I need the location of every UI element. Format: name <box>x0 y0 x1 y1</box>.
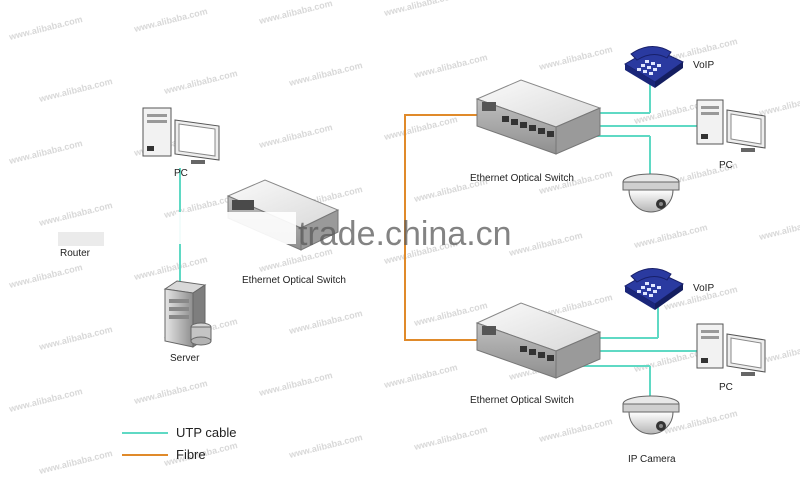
switch-left-label: Ethernet Optical Switch <box>242 275 346 286</box>
watermark-text: www.alibaba.com <box>757 90 800 118</box>
switch-bottom-label: Ethernet Optical Switch <box>470 395 574 406</box>
obscuring-overlay <box>176 212 296 244</box>
pc-bottom-label: PC <box>719 382 733 393</box>
watermark-text: www.alibaba.com <box>537 44 613 72</box>
legend-fibre-label: Fibre <box>176 447 206 462</box>
router-label: Router <box>60 248 91 259</box>
watermark-text: www.alibaba.com <box>37 324 113 352</box>
voip-phone-top-icon <box>624 46 684 88</box>
watermark-text: www.alibaba.com <box>37 76 113 104</box>
watermark-text: www.alibaba.com <box>382 0 458 18</box>
watermark-text: www.alibaba.com <box>382 362 458 390</box>
pc-left-label: PC <box>174 168 188 179</box>
switch-top-label: Ethernet Optical Switch <box>470 173 574 184</box>
watermark-text: www.alibaba.com <box>412 52 488 80</box>
watermark-text: www.alibaba.com <box>632 222 708 250</box>
watermark-text: www.alibaba.com <box>382 114 458 142</box>
voip-bottom-label: VoIP <box>693 283 714 294</box>
watermark-text: www.alibaba.com <box>287 60 363 88</box>
ip-camera-label: IP Camera <box>628 454 676 465</box>
watermark-text: www.alibaba.com <box>37 200 113 228</box>
watermark-trade-china: trade.china.cn <box>298 215 512 253</box>
switch-top-icon <box>475 79 602 155</box>
switch-bottom-icon <box>475 302 602 379</box>
legend-utp-label: UTP cable <box>176 425 236 440</box>
watermark-text: www.alibaba.com <box>7 138 83 166</box>
pc-left-icon <box>142 107 220 164</box>
watermark-text: www.alibaba.com <box>7 262 83 290</box>
legend: UTP cable Fibre <box>122 425 236 462</box>
ip-camera-bottom-icon <box>622 395 680 435</box>
watermark-text: www.alibaba.com <box>132 254 208 282</box>
watermark-text: www.alibaba.com <box>412 424 488 452</box>
watermark-text: www.alibaba.com <box>287 432 363 460</box>
ip-camera-top-icon <box>622 173 680 213</box>
voip-phone-bottom-icon <box>624 268 684 310</box>
fibre-link <box>404 114 487 341</box>
server-label: Server <box>170 353 200 364</box>
pc-bottom-icon <box>696 323 766 376</box>
pc-top-icon <box>696 99 766 152</box>
watermark-text: www.alibaba.com <box>287 308 363 336</box>
watermark-text: www.alibaba.com <box>257 0 333 26</box>
watermark-text: www.alibaba.com <box>757 214 800 242</box>
watermark-text: www.alibaba.com <box>507 230 583 258</box>
watermark-text: www.alibaba.com <box>537 416 613 444</box>
router-icon <box>58 232 104 246</box>
voip-top-label: VoIP <box>693 60 714 71</box>
server-icon <box>163 280 212 348</box>
pc-top-label: PC <box>719 160 733 171</box>
watermark-text: www.alibaba.com <box>7 386 83 414</box>
watermark-text: www.alibaba.com <box>257 370 333 398</box>
watermark-text: www.alibaba.com <box>7 14 83 42</box>
watermark-text: www.alibaba.com <box>257 122 333 150</box>
watermark-text: www.alibaba.com <box>37 448 113 476</box>
watermark-text: www.alibaba.com <box>132 6 208 34</box>
watermark-text: www.alibaba.com <box>162 68 238 96</box>
watermark-text: www.alibaba.com <box>132 378 208 406</box>
